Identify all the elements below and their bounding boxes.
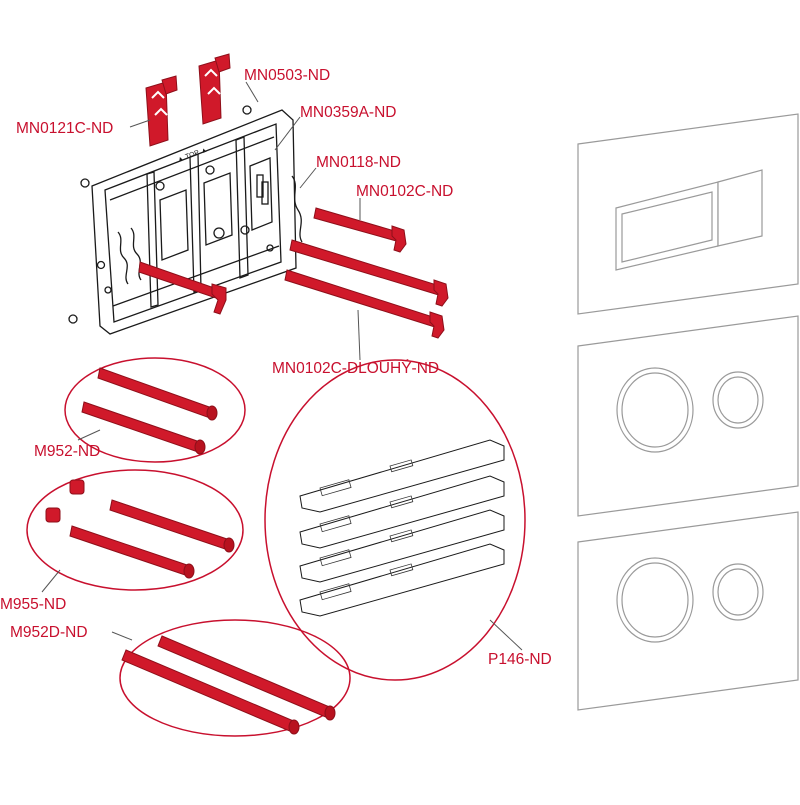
flush-plate-round-buttons-b (577, 511, 799, 711)
leader-lines-top (129, 81, 361, 361)
label-mn0121c: MN0121C-ND (16, 120, 113, 137)
group-m952d-ellipse (119, 619, 351, 737)
label-mn0503: MN0503-ND (244, 67, 330, 84)
rods-m952 (81, 367, 218, 455)
label-mn0102c: MN0102C-ND (356, 183, 453, 200)
rod-long-upper (289, 239, 449, 307)
leader-lines-bottom (41, 429, 523, 651)
label-p146: P146-ND (488, 651, 552, 668)
label-m955: M955-ND (0, 596, 66, 613)
group-m952-ellipse (64, 357, 246, 463)
mounting-frame (68, 105, 303, 335)
group-m955-ellipse (26, 469, 244, 591)
flush-plate-round-buttons-a (577, 315, 799, 517)
bracket-left (145, 75, 178, 147)
label-mn0102c-long: MN0102C-DLOUHÝ-ND (272, 360, 439, 377)
rods-m952d (121, 635, 336, 735)
parts-m955 (45, 479, 235, 579)
flush-plate-rectangular (577, 113, 799, 315)
group-p146-ellipse (264, 359, 526, 681)
label-m952d: M952D-ND (10, 624, 88, 641)
templates-p146 (299, 439, 505, 617)
rod-long-lower (284, 269, 445, 339)
rod-mn0102c (313, 207, 407, 253)
bracket-right (198, 53, 231, 125)
frame-rod (138, 261, 227, 315)
label-mn0359a: MN0359A-ND (300, 104, 396, 121)
label-mn0118: MN0118-ND (316, 154, 401, 171)
label-m952: M952-ND (34, 443, 100, 460)
